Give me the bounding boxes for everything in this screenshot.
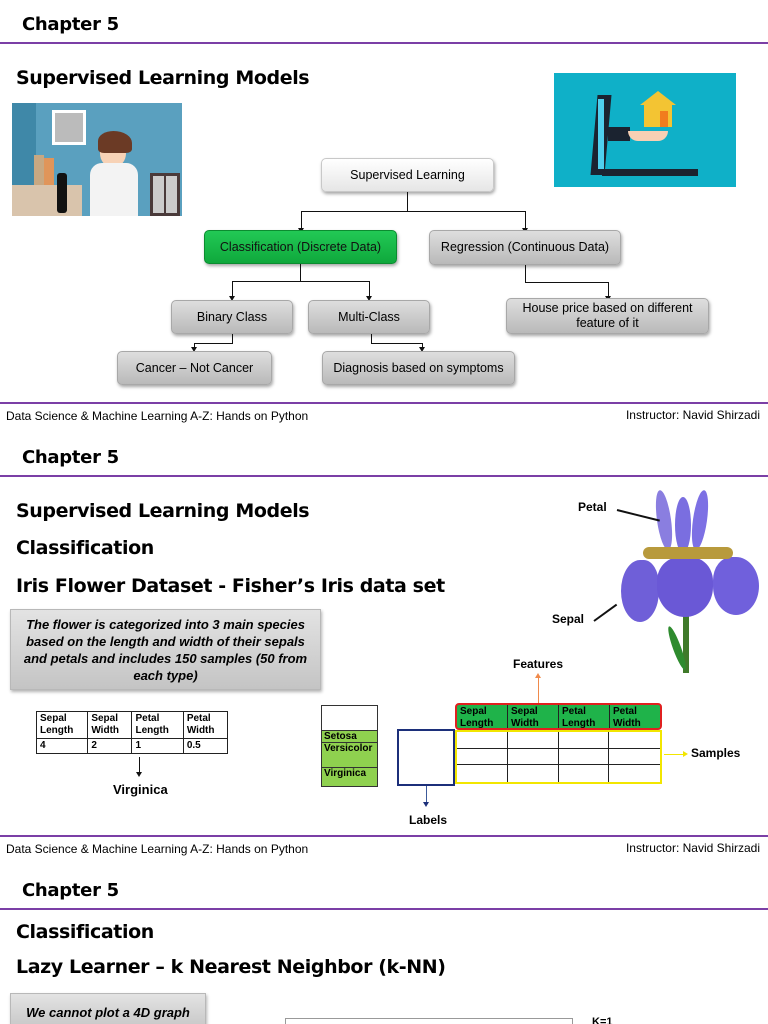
node-diagnosis: Diagnosis based on symptoms: [322, 351, 515, 385]
node-cancer: Cancer – Not Cancer: [117, 351, 272, 385]
footer-rule: [0, 835, 768, 837]
chapter-heading: Chapter 5: [22, 880, 119, 901]
iris-description-note: The flower is categorized into 3 main sp…: [10, 609, 321, 690]
house-icon: [640, 91, 676, 105]
species-item: Versicolor: [322, 742, 377, 767]
header-rule: [0, 908, 768, 910]
labels-box: [397, 729, 455, 786]
node-house-price: House price based on different feature o…: [506, 298, 709, 334]
header-rule: [0, 475, 768, 477]
sepal-label: Sepal: [552, 612, 585, 626]
footer-instructor: Instructor: Navid Shirzadi: [625, 841, 760, 855]
node-multi-class: Multi-Class: [308, 300, 430, 334]
node-regression: Regression (Continuous Data): [429, 230, 621, 265]
wall-picture: [52, 110, 86, 145]
sample-cell: 4: [35, 738, 89, 754]
k-value-label: K=1: [592, 1016, 613, 1024]
species-list: Setosa Versicolor Virginica: [321, 705, 378, 787]
features-label: Features: [513, 657, 564, 671]
scientist-illustration: [12, 103, 182, 216]
slide-title: Supervised Learning Models: [16, 500, 310, 522]
footer-course: Data Science & Machine Learning A-Z: Han…: [6, 409, 309, 423]
prediction-result: Virginica: [113, 782, 168, 797]
node-binary-class: Binary Class: [171, 300, 293, 334]
footer-instructor: Instructor: Navid Shirzadi: [625, 408, 760, 422]
slide-title: Supervised Learning Models: [16, 67, 310, 89]
sample-cell: 2: [87, 738, 133, 754]
microscope-icon: [57, 173, 67, 213]
slide-subtitle-dataset: Iris Flower Dataset - Fisher’s Iris data…: [16, 575, 445, 597]
samples-grid: [455, 730, 662, 784]
chapter-heading: Chapter 5: [22, 14, 119, 35]
species-item: Setosa: [322, 730, 377, 742]
knn-plot-frame: [285, 1018, 573, 1024]
house-on-laptop-illustration: [554, 73, 736, 187]
4d-graph-note: We cannot plot a 4D graph: [10, 993, 206, 1024]
node-classification: Classification (Discrete Data): [204, 230, 397, 264]
chapter-heading: Chapter 5: [22, 447, 119, 468]
slide-subtitle: Lazy Learner – k Nearest Neighbor (k-NN): [16, 956, 446, 978]
sample-cell: 0.5: [182, 738, 229, 754]
samples-label: Samples: [691, 746, 741, 760]
footer-rule: [0, 402, 768, 404]
header-rule: [0, 42, 768, 44]
slide-title: Classification: [16, 921, 154, 943]
petal-label: Petal: [578, 500, 607, 514]
footer-course: Data Science & Machine Learning A-Z: Han…: [6, 842, 309, 856]
node-supervised-learning: Supervised Learning: [321, 158, 494, 192]
iris-flower-image: [615, 485, 765, 675]
species-item: Virginica: [322, 767, 377, 786]
labels-label: Labels: [409, 813, 448, 827]
slide-subtitle: Classification: [16, 537, 154, 559]
sample-cell: 1: [131, 738, 184, 754]
